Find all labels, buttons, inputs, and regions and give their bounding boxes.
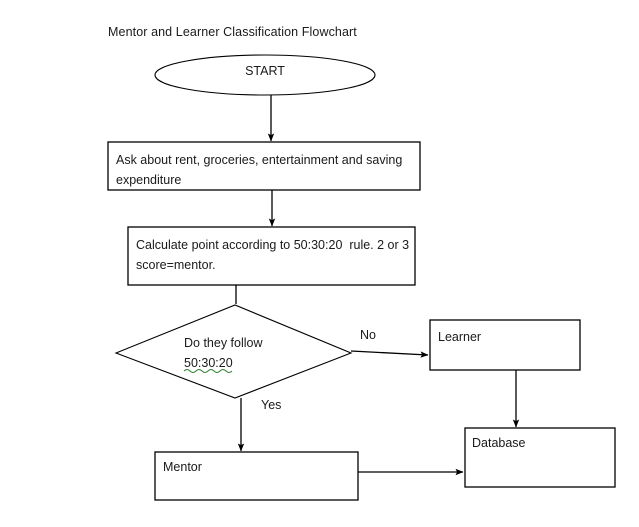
spellcheck-squiggle-icon <box>183 369 233 373</box>
process-box-2-shape <box>127 226 416 286</box>
connector-decision-to-learner <box>350 350 429 358</box>
mentor-box-shape <box>154 451 359 501</box>
process-box-1-shape <box>107 141 421 191</box>
edge-label-yes: Yes <box>261 398 282 412</box>
decision-diamond-shape <box>114 304 353 399</box>
start-node-shape <box>154 54 376 96</box>
edge-label-no: No <box>360 328 376 342</box>
start-node-label: START <box>245 64 285 78</box>
learner-box-shape <box>429 319 581 371</box>
database-box-shape <box>464 427 616 488</box>
